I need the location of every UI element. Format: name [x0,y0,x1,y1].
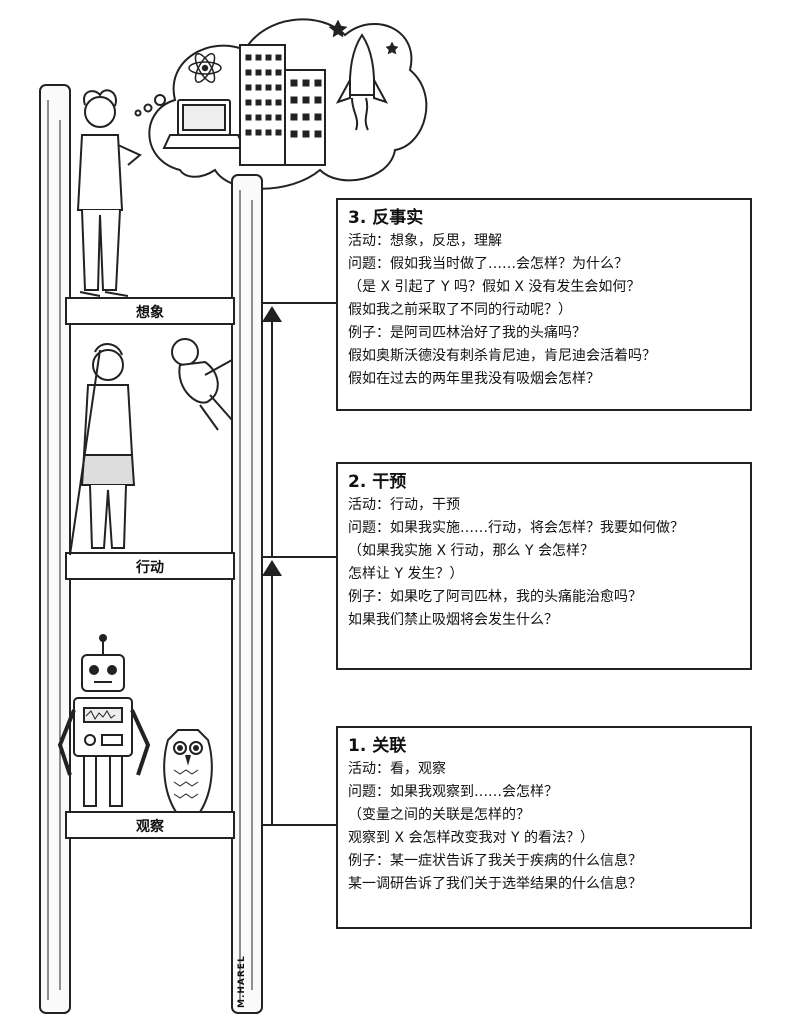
skyscraper-icon [239,44,326,166]
box-line: 如果我们禁止吸烟将会发生什么？ [348,612,558,628]
box-line: 活动：想象，反思，理解 [348,233,502,249]
artist-signature: M.HAREL [237,955,247,1008]
box-title: 1. 关联 [348,736,407,756]
box-line: 观察到 X 会怎样改变我对 Y 的看法？） [348,830,594,846]
box-line: 怎样让 Y 发生？） [348,566,464,582]
box-line: （如果我实施 X 行动，那么 Y 会怎样？ [348,543,594,559]
scientist-figure [76,89,142,297]
box-line: 假如奥斯沃德没有刺杀肯尼迪，肯尼迪会活着吗？ [348,348,656,364]
box-line: 问题：如果我实施……行动，将会怎样？我要如何做？ [348,520,684,536]
box-line: 问题：如果我观察到……会怎样？ [348,784,558,800]
connector-lines [262,302,336,826]
box-line: （是 X 引起了 Y 吗？假如 X 没有发生会如何？ [348,279,641,295]
rocket-icon [328,19,399,131]
box-line: 假如我之前采取了不同的行动呢？） [348,302,572,318]
box-line: 例子：某一症状告诉了我关于疾病的什么信息？ [348,853,642,869]
box-line: 活动：看，观察 [348,761,446,777]
box-title: 3. 反事实 [348,208,424,228]
robot-figure [57,634,151,807]
box-line: 例子：如果吃了阿司匹林，我的头痛能治愈吗？ [348,589,642,605]
rung-label-action: 行动 [136,560,164,576]
box-intervention: 2. 干预 活动：行动，干预 问题：如果我实施……行动，将会怎样？我要如何做？ … [336,462,752,670]
box-line: 问题：假如我当时做了……会怎样？为什么？ [348,256,628,272]
box-title: 2. 干预 [348,472,407,492]
laptop-icon [162,99,246,149]
box-association: 1. 关联 活动：看，观察 问题：如果我观察到……会怎样？ （变量之间的关联是怎… [336,726,752,929]
box-counterfactual: 3. 反事实 活动：想象，反思，理解 问题：假如我当时做了……会怎样？为什么？ … [336,198,752,411]
box-line: 假如在过去的两年里我没有吸烟会怎样？ [348,371,600,387]
rung-label-observation: 观察 [136,819,164,835]
rung-label-imagination: 想象 [136,305,164,321]
box-line: （变量之间的关联是怎样的？ [348,807,530,823]
ladder-rungs [65,297,235,839]
atom-icon [188,53,222,83]
box-line: 活动：行动，干预 [348,497,460,513]
caveman-figure [69,343,136,556]
box-line: 某一调研告诉了我们关于选举结果的什么信息？ [348,876,642,892]
baby-figure [171,338,233,431]
box-line: 例子：是阿司匹林治好了我的头痛吗？ [348,325,586,341]
ladder-posts [39,84,263,1014]
owl-figure [163,729,213,813]
